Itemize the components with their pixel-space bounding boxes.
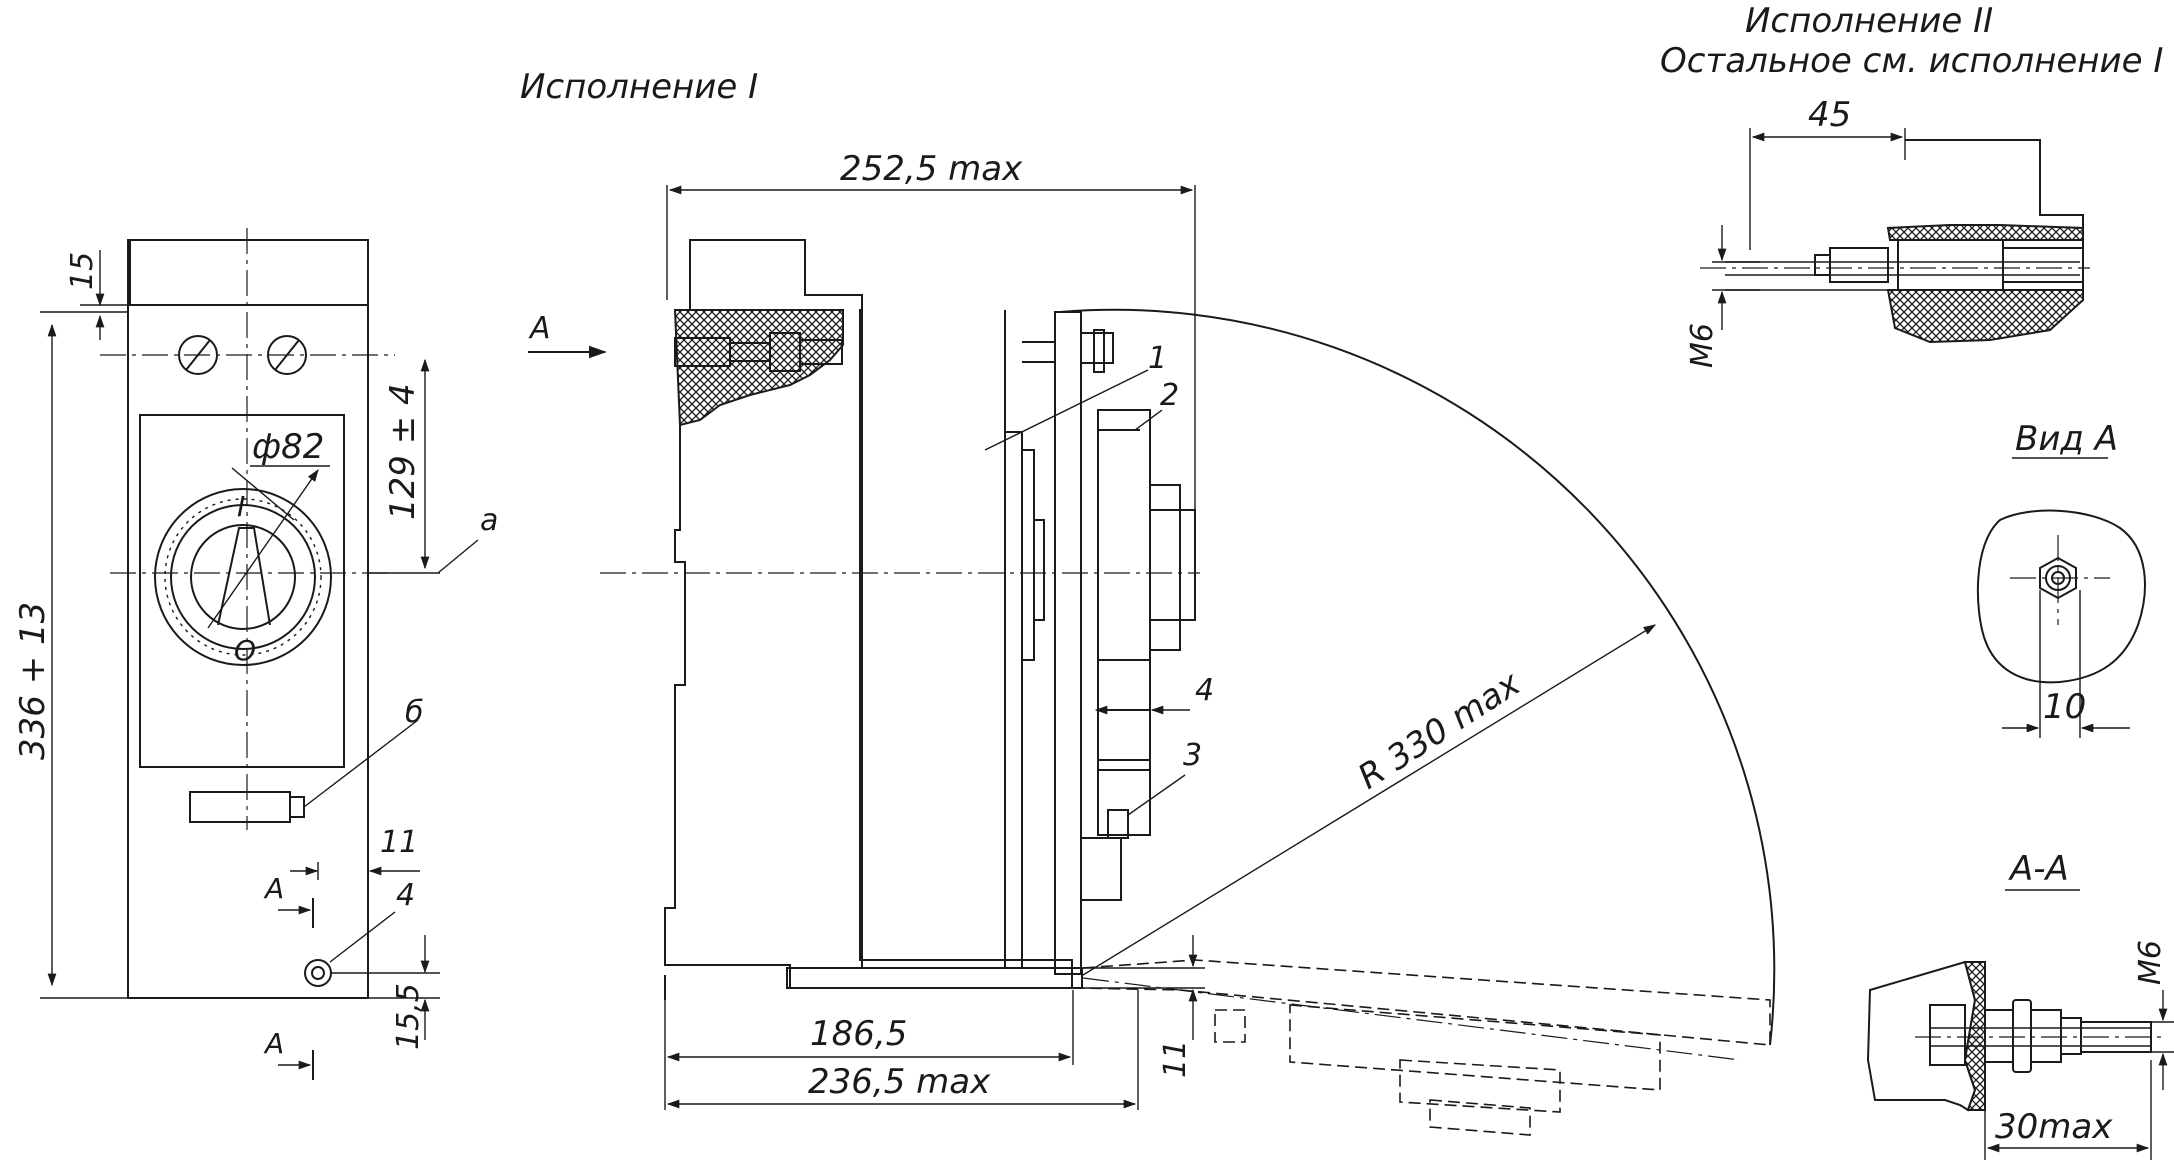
front-dial-plate	[139, 414, 345, 768]
variant-1-title: Исполнение I	[520, 67, 758, 107]
label-b: б	[405, 695, 424, 730]
dim-r330: R 330 max	[1351, 663, 1528, 797]
dim-15: 15	[65, 252, 100, 290]
front-view: I О ф82 б 4 А А 15 336 + 13	[13, 228, 498, 1080]
pos-2: 2	[1160, 378, 1179, 413]
view-a-title: Вид А	[2015, 419, 2118, 459]
dim-236-5: 236,5 max	[808, 1062, 991, 1102]
section-wall	[1866, 960, 1977, 1112]
section-title: А-А	[2008, 849, 2069, 889]
side-base-plate	[786, 967, 1083, 989]
dim-15-5: 15,5	[391, 983, 426, 1050]
arrow-a-label: А	[528, 311, 551, 346]
swung-door-phantom	[1082, 959, 1771, 1046]
label-a: а	[480, 503, 498, 538]
side-block-2	[1097, 409, 1151, 771]
dim-336: 336 + 13	[13, 602, 53, 760]
dim-129: 129 ± 4	[383, 383, 423, 520]
side-hatched-section	[673, 309, 844, 427]
dim-11-front: 11	[380, 825, 418, 860]
dim-phi82: ф82	[252, 427, 324, 467]
view-a-outline	[1976, 509, 2146, 684]
variant-2-note: Остальное см. исполнение I	[1660, 41, 2163, 81]
dim-30max: 30max	[1995, 1107, 2113, 1147]
side-body-outline	[664, 239, 1073, 989]
side-view: А 1	[528, 149, 1776, 1136]
dim-45: 45	[1808, 95, 1851, 135]
dim-4: 4	[1195, 673, 1214, 708]
detail-variant-2: 45 М6	[1685, 95, 2090, 368]
variant-2-title: Исполнение II	[1745, 1, 1993, 41]
swing-arc	[1059, 308, 1776, 1046]
dial-label-top: I	[237, 490, 245, 523]
front-screw-right	[267, 335, 307, 375]
detail-section-a-a: А-А М6 30max	[1866, 849, 2174, 1160]
section-mark-top: А	[263, 872, 284, 905]
pos-1: 1	[1148, 341, 1167, 376]
front-indicator-b	[189, 791, 291, 823]
front-screw-left	[178, 335, 218, 375]
detail-view-a: Вид А 10	[1976, 419, 2146, 738]
front-top-cap	[129, 239, 369, 306]
front-terminal-4	[304, 959, 332, 987]
pos-3: 3	[1183, 738, 1202, 773]
dim-11-side: 11	[1158, 1040, 1193, 1078]
dim-186-5: 186,5	[810, 1014, 907, 1054]
dial-label-bottom: О	[234, 634, 256, 667]
section-mark-bottom: А	[263, 1027, 284, 1060]
side-front-panel	[1054, 311, 1082, 975]
front-dial	[154, 467, 332, 666]
dim-m6-v2: М6	[1685, 323, 1720, 368]
dim-252-5: 252,5 max	[840, 149, 1023, 189]
dim-m6-section: М6	[2133, 940, 2168, 985]
dim-10: 10	[2043, 687, 2086, 727]
label-4: 4	[396, 878, 415, 913]
front-housing-outline	[127, 239, 369, 999]
